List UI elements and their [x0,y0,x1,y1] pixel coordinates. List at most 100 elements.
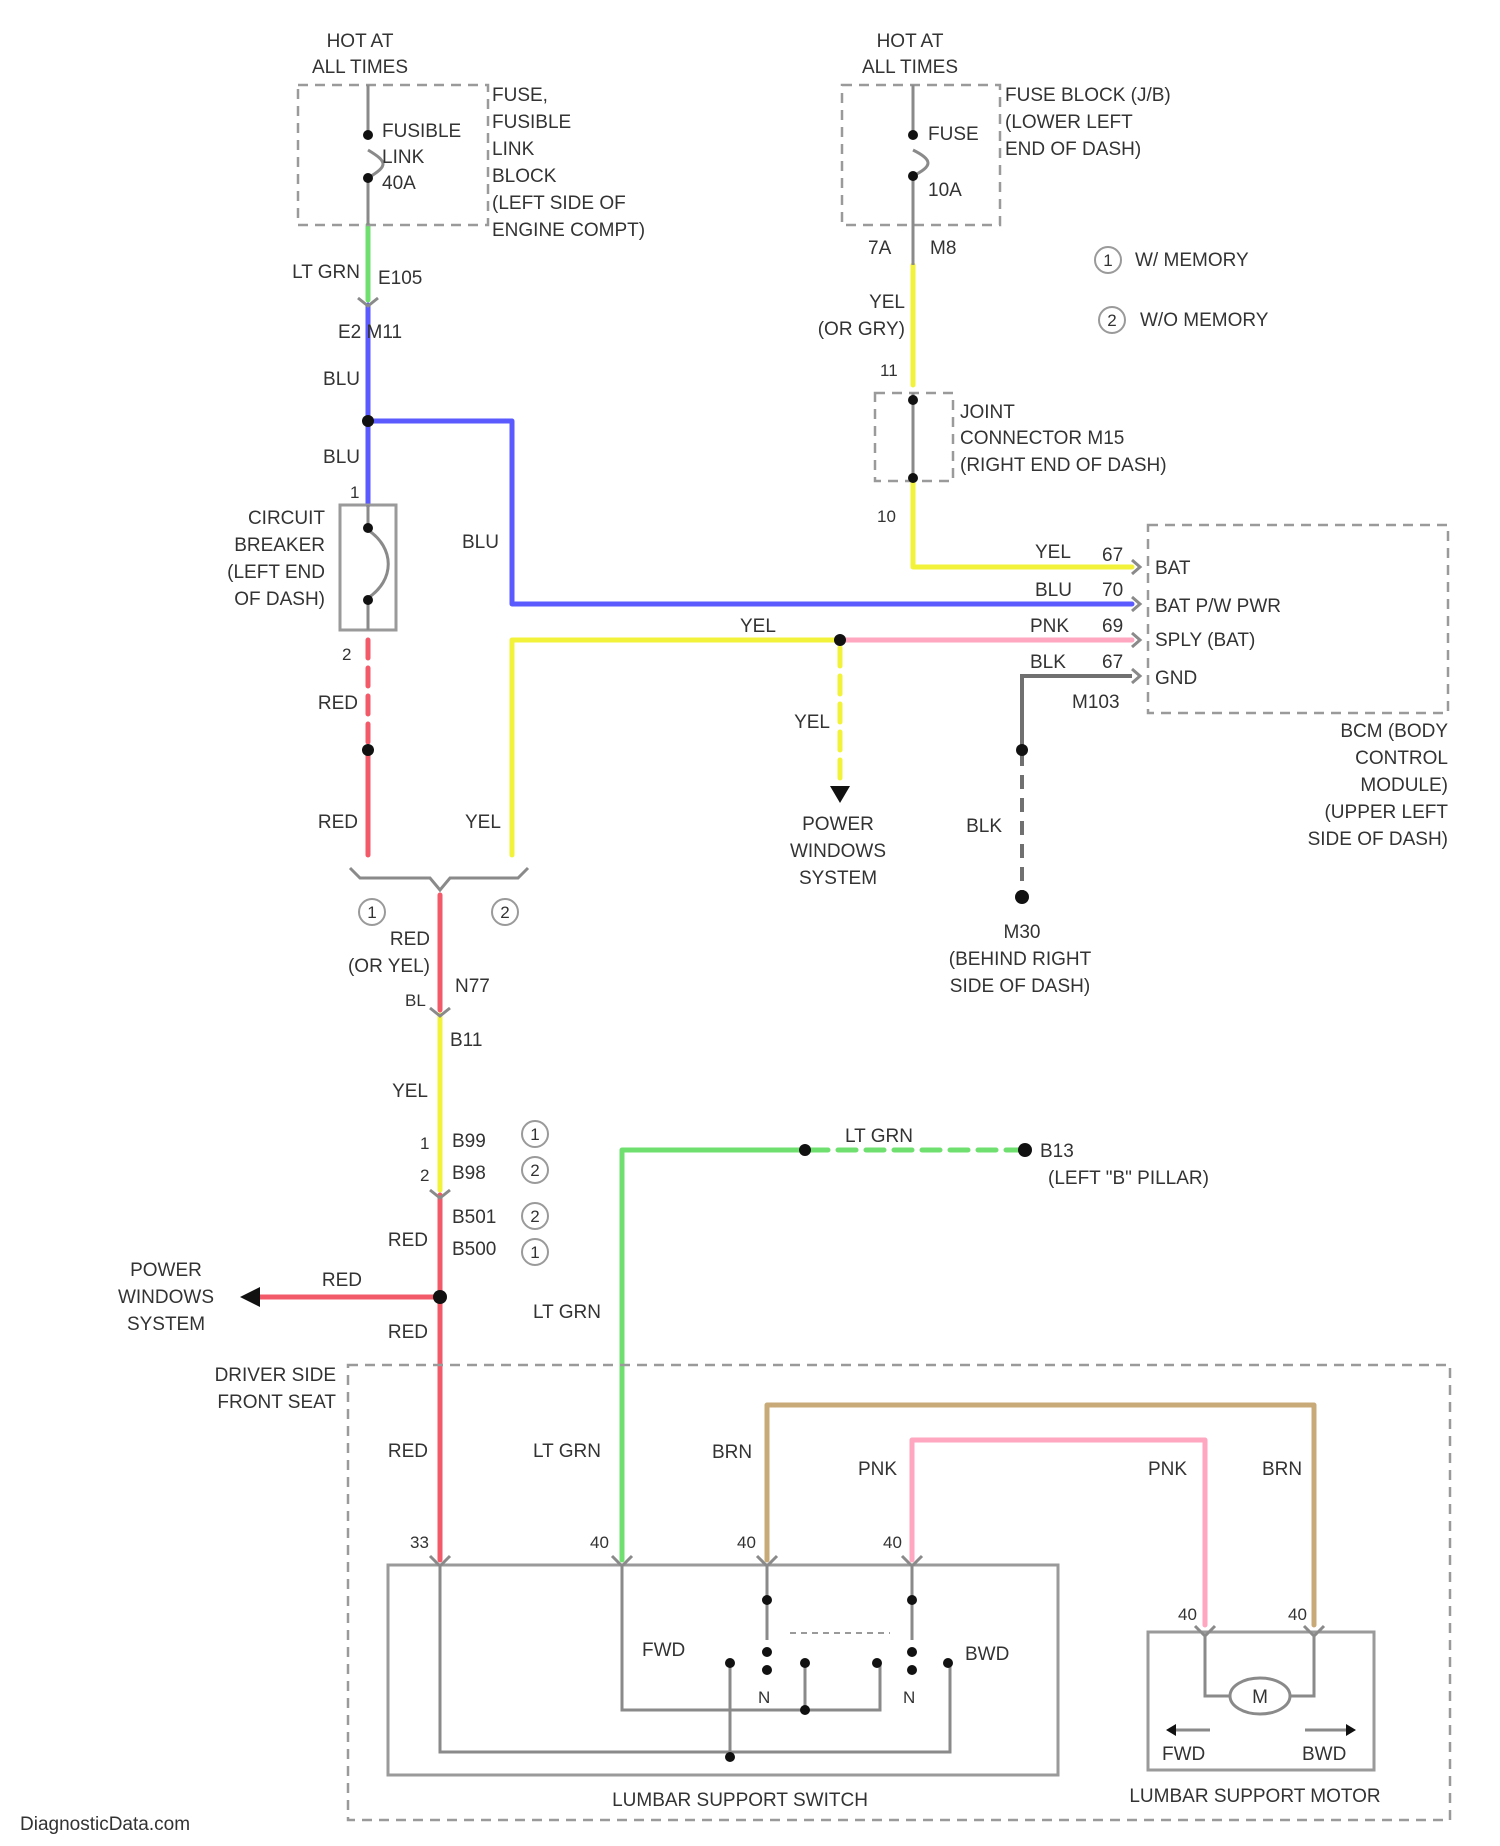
fusible-block-label-3: LINK [492,139,535,160]
motor-label-fwd: FWD [1162,1744,1205,1765]
bcm-label-5: SIDE OF DASH) [1308,829,1448,850]
joint-connector-label-2: CONNECTOR M15 [960,428,1124,449]
fuse-block-jb: HOT AT ALL TIMES FUSE 10A FUSE BLOCK (J/… [842,31,1171,265]
wire-label-yel-lower: YEL [392,1081,428,1102]
circuit-breaker-label-3: (LEFT END [227,562,325,583]
wire-label-blu-1: BLU [323,369,360,390]
power-windows-mid-2: WINDOWS [790,841,886,862]
yel-wire-middle [512,640,840,855]
splice-yel-pnk [834,634,846,646]
connector-m103: M103 [1072,692,1120,713]
power-windows-mid-3: SYSTEM [799,868,877,889]
bcm-pin-label-gnd: GND [1155,668,1197,689]
bcm-pin-num-69: 69 [1102,616,1123,637]
switch-internal-lt-grn [622,1566,880,1710]
wire-label-brn-1: BRN [712,1442,752,1463]
switch-node-5 [907,1647,917,1657]
switch-node-9 [872,1658,882,1668]
lumbar-motor-label: LUMBAR SUPPORT MOTOR [1129,1786,1380,1807]
joint-connector-label-1: JOINT [960,402,1015,423]
connector-pin-b-2: 2 [420,1166,429,1185]
option-bracket [350,868,528,890]
bcm-pin-color-pnk: PNK [1030,616,1069,637]
splice-blk [1016,744,1028,756]
legend: 1 W/ MEMORY 2 W/O MEMORY [1095,247,1269,333]
ground-m30-loc-1: (BEHIND RIGHT [949,949,1092,970]
motor-arrow-right [1346,1724,1356,1736]
wire-label-red-4: RED [322,1270,362,1291]
wires [260,225,1314,1625]
ground-m30-label: M30 [1004,922,1041,943]
motor-arrow-left [1166,1724,1176,1736]
circuit-breaker-label-1: CIRCUIT [248,508,325,529]
joint-connector-m15: JOINT CONNECTOR M15 (RIGHT END OF DASH) [875,393,1167,483]
lumbar-switch-label: LUMBAR SUPPORT SWITCH [612,1790,868,1811]
wire-label-red-or-yel-1: RED [390,929,430,950]
circuit-breaker-label-2: BREAKER [234,535,325,556]
middle-labels: YEL YEL POWER WINDOWS SYSTEM BLK M30 (BE… [318,616,1092,1102]
connector-b98: B98 [452,1163,486,1184]
connector-e105: E105 [378,268,422,289]
wire-label-red-3: RED [388,1230,428,1251]
circuit-breaker-pin-1: 1 [350,483,359,502]
motor-label-bwd: BWD [1302,1744,1346,1765]
legend-text-1: W/ MEMORY [1135,250,1249,271]
ground-b13-label: B13 [1040,1141,1074,1162]
connector-pin-11: 11 [880,361,898,380]
driver-seat-label-2: FRONT SEAT [217,1392,336,1413]
circuit-breaker: 1 2 CIRCUIT BREAKER (LEFT END OF DASH) [227,483,396,664]
bcm-pin-label-sply-bat: SPLY (BAT) [1155,630,1255,651]
motor-pin-40-a: 40 [1178,1605,1197,1624]
wire-label-blu-3: BLU [462,532,499,553]
switch-node-3 [762,1647,772,1657]
switch-node-7 [725,1658,735,1668]
fusible-block-label-6: ENGINE COMPT) [492,220,645,241]
joint-connector-node-top [908,395,918,405]
wire-label-yel-down: YEL [794,712,830,733]
wire-label-blu-2: BLU [323,447,360,468]
fuse-terminal-top [908,130,918,140]
lumbar-switch-box [388,1565,1058,1775]
switch-label-n-2: N [903,1688,915,1707]
wire-label-pnk-1: PNK [858,1459,897,1480]
fusible-link-terminal-bottom [363,173,373,183]
power-windows-left-2: WINDOWS [118,1287,214,1308]
fusible-block-label-1: FUSE, [492,85,548,106]
bcm-label-4: (UPPER LEFT [1324,802,1448,823]
wire-label-lt-grn-ground: LT GRN [845,1126,913,1147]
connector-e2-m11: E2 M11 [338,322,402,343]
switch-node-11 [800,1705,810,1715]
connector-m8: M8 [930,238,956,259]
lumbar-support-motor: M FWD BWD LUMBAR SUPPORT MOTOR [1129,1626,1380,1807]
connector-b501-option-num: 2 [530,1207,539,1226]
fuse-label: FUSE [928,124,979,145]
wire-label-red-or-yel-2: (OR YEL) [348,956,430,977]
ground-m30 [1015,890,1029,904]
wire-label-yel-or-gry-2: (OR GRY) [818,319,905,340]
switch-internal-red [440,1566,950,1752]
wire-label-red-5: RED [388,1322,428,1343]
fuse-block-label-2: (LOWER LEFT [1005,112,1133,133]
splice-blu [362,415,374,427]
connector-pin-10: 10 [877,507,896,526]
connector-bl: BL [405,991,426,1010]
legend-number-1: 1 [1103,251,1112,270]
bcm-pin-marks [1132,560,1140,683]
wire-label-brn-2: BRN [1262,1459,1302,1480]
fusible-block-label-5: (LEFT SIDE OF [492,193,626,214]
fuse-symbol [913,85,928,225]
connector-b99-option-num: 1 [530,1125,539,1144]
connector-n77: N77 [455,976,490,997]
fusible-link-label-3: 40A [382,173,416,194]
circuit-breaker-label-4: OF DASH) [234,589,325,610]
connector-b98-option-num: 2 [530,1161,539,1180]
switch-label-bwd: BWD [965,1644,1009,1665]
switch-node-4 [762,1665,772,1675]
power-windows-left-3: SYSTEM [127,1314,205,1335]
fusible-block-label-4: BLOCK [492,166,557,187]
fuse-terminal-bottom [908,171,918,181]
wire-label-red-2: RED [318,812,358,833]
fusible-link-symbol [368,85,383,225]
option-number-1: 1 [367,903,376,922]
